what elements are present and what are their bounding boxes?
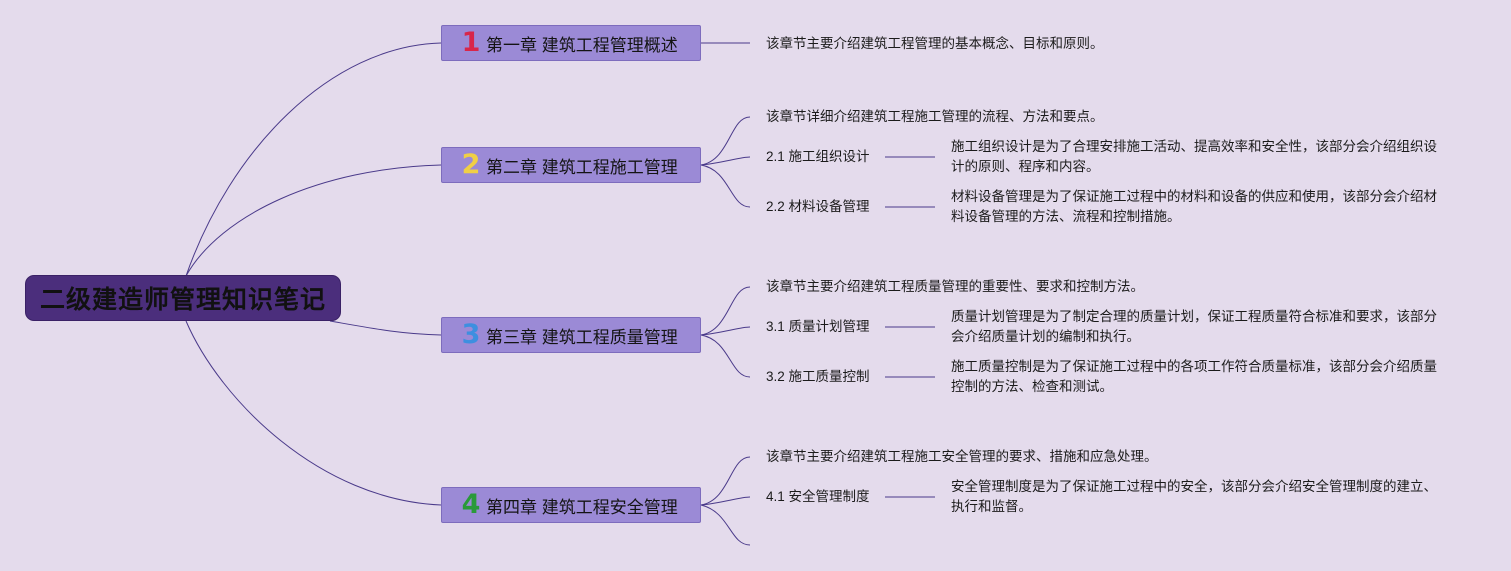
chapter-1-summary[interactable]: 该章节主要介绍建筑工程管理的基本概念、目标和原则。 (766, 36, 1104, 51)
section-4-1-label[interactable]: 4.1 安全管理制度 (766, 489, 870, 504)
section-2-1-label[interactable]: 2.1 施工组织设计 (766, 149, 870, 164)
link-ch4-empty (700, 504, 751, 546)
chapter-4-summary[interactable]: 该章节主要介绍建筑工程施工安全管理的要求、措施和应急处理。 (766, 449, 1158, 464)
section-2-2-label[interactable]: 2.2 材料设备管理 (766, 199, 870, 214)
root-title: 二级建造师管理知识笔记 (39, 286, 326, 314)
link-root-ch4 (185, 320, 442, 506)
chapter-1-node[interactable]: 1 第一章 建筑工程管理概述 (441, 25, 701, 61)
chapter-number-badge: 4 (461, 489, 481, 520)
chapter-3-node[interactable]: 3 第三章 建筑工程质量管理 (441, 317, 701, 353)
chapter-4-label: 第四章 建筑工程安全管理 (486, 497, 678, 517)
link-ch3-s1 (700, 326, 751, 336)
chapter-number-badge: 1 (461, 27, 481, 58)
section-2-2-detail[interactable]: 材料设备管理是为了保证施工过程中的材料和设备的供应和使用，该部分会介绍材料设备管… (951, 189, 1437, 224)
section-3-2-label[interactable]: 3.2 施工质量控制 (766, 369, 870, 384)
chapter-2-node[interactable]: 2 第二章 建筑工程施工管理 (441, 147, 701, 183)
chapter-2-label: 第二章 建筑工程施工管理 (486, 157, 678, 177)
link-root-ch2 (185, 164, 442, 277)
section-2-1-detail[interactable]: 施工组织设计是为了合理安排施工活动、提高效率和安全性，该部分会介绍组织设计的原则… (951, 139, 1437, 174)
section-3-2-detail[interactable]: 施工质量控制是为了保证施工过程中的各项工作符合质量标准，该部分会介绍质量控制的方… (951, 359, 1437, 394)
chapter-3-summary[interactable]: 该章节主要介绍建筑工程质量管理的重要性、要求和控制方法。 (766, 279, 1144, 294)
section-3-1-label[interactable]: 3.1 质量计划管理 (766, 319, 870, 334)
chapter-2-summary[interactable]: 该章节详细介绍建筑工程施工管理的流程、方法和要点。 (766, 109, 1104, 124)
chapter-4-node[interactable]: 4 第四章 建筑工程安全管理 (441, 487, 701, 523)
link-ch4-summary (700, 456, 751, 506)
link-ch3-s2 (700, 334, 751, 378)
chapter-number-badge: 2 (461, 149, 481, 180)
link-ch2-s1 (700, 156, 751, 166)
link-ch2-summary (700, 116, 751, 166)
link-root-ch3 (329, 320, 442, 336)
root-topic[interactable]: 二级建造师管理知识笔记 (25, 275, 341, 321)
link-ch3-summary (700, 286, 751, 336)
link-ch2-s2 (700, 164, 751, 208)
section-3-1-detail[interactable]: 质量计划管理是为了制定合理的质量计划，保证工程质量符合标准和要求，该部分会介绍质… (951, 309, 1437, 344)
chapter-number-badge: 3 (461, 319, 481, 350)
link-ch4-s1 (700, 496, 751, 506)
section-4-1-detail[interactable]: 安全管理制度是为了保证施工过程中的安全，该部分会介绍安全管理制度的建立、执行和监… (951, 479, 1437, 514)
chapter-1-label: 第一章 建筑工程管理概述 (486, 35, 678, 55)
chapter-3-label: 第三章 建筑工程质量管理 (486, 327, 678, 347)
link-root-ch1 (185, 42, 442, 277)
